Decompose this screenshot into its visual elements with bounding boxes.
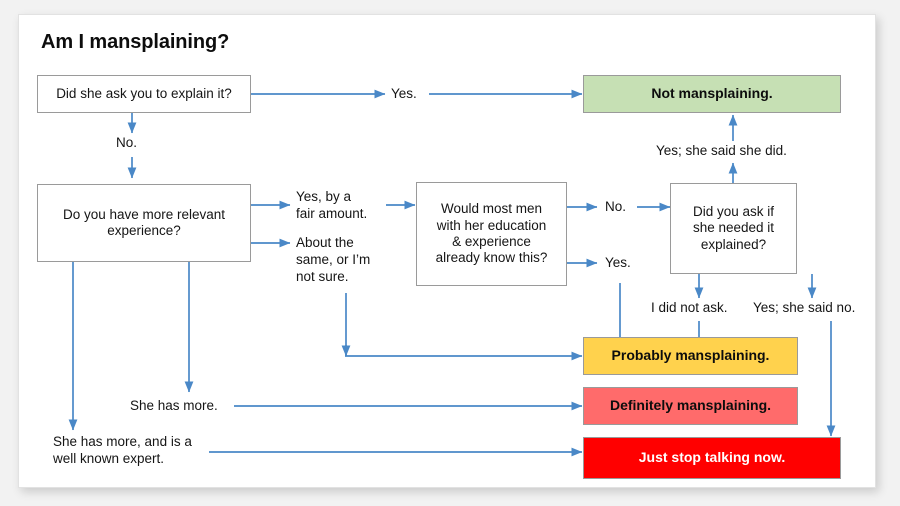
edge-label-she-has-more: She has more. <box>130 398 218 413</box>
node-outcome-definitely-mansplaining[interactable]: Definitely mansplaining. <box>583 387 798 425</box>
node-do-you-have-more-relevant-experience[interactable]: Do you have more relevant experience? <box>37 184 251 262</box>
node-outcome-just-stop-talking-now[interactable]: Just stop talking now. <box>583 437 841 479</box>
node-outcome-probably-mansplaining[interactable]: Probably mansplaining. <box>583 337 798 375</box>
page-title: Am I mansplaining? <box>41 31 230 53</box>
edge-label-yes-by-a-fair-amount: Yes, by a fair amount. <box>296 189 368 221</box>
edge-label-yes-center: Yes. <box>605 255 631 270</box>
node-outcome-not-mansplaining[interactable]: Not mansplaining. <box>583 75 841 113</box>
edge-label-yes-she-said-no: Yes; she said no. <box>753 300 856 315</box>
edge-label-about-the-same: About the same, or I’m not sure. <box>296 235 371 284</box>
edge-label-yes-top: Yes. <box>391 86 417 101</box>
edge-label-i-did-not-ask: I did not ask. <box>651 300 728 315</box>
flowchart-card: Am I mansplaining? <box>18 14 876 488</box>
node-did-she-ask-you-to-explain-it[interactable]: Did she ask you to explain it? <box>37 75 251 113</box>
node-would-most-men-already-know-this[interactable]: Would most men with her education & expe… <box>416 182 567 286</box>
edge-label-no-center: No. <box>605 199 627 214</box>
node-did-you-ask-if-she-needed-it-explained[interactable]: Did you ask if she needed it explained? <box>670 183 797 274</box>
edge-label-no-down: No. <box>116 135 138 150</box>
flowchart-canvas: Am I mansplaining? <box>19 15 875 487</box>
edge-label-yes-she-said-she-did: Yes; she said she did. <box>656 143 787 158</box>
edge-label-she-has-more-well-known-expert: She has more, and is a well known expert… <box>53 434 192 466</box>
